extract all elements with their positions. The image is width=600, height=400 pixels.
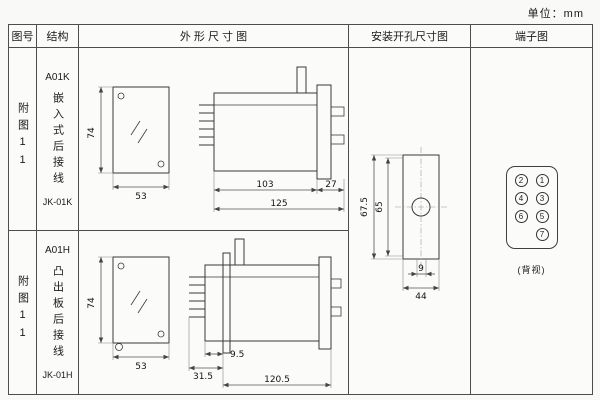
header-mounting: 安装开孔尺寸图 <box>348 24 471 48</box>
dim-body-length-row1: 103 <box>256 180 273 190</box>
unit-label: 单位：mm <box>527 8 584 20</box>
terminal-diagram: 2 1 4 3 6 5 7 <box>471 166 592 276</box>
terminal-row: 6 5 <box>514 210 549 223</box>
dim-front-width-row1: 53 <box>135 192 146 202</box>
dim-front-height-row1: 74 <box>87 127 97 139</box>
structure-cell-row1: A01K 嵌入式后接线 JK-01K <box>37 44 78 234</box>
dim-mounting-hole-height: 65 <box>375 201 385 212</box>
terminal-circle-5: 5 <box>535 210 549 223</box>
terminal-box: 2 1 4 3 6 5 7 <box>505 166 558 249</box>
terminal-view-note: (背视) <box>517 265 546 275</box>
terminal-circle-2: 2 <box>514 174 528 187</box>
header-structure: 结构 <box>36 24 79 48</box>
dim-total-length-row2: 120.5 <box>264 375 290 385</box>
dim-total-length-row1: 125 <box>270 199 287 209</box>
header-fig-no: 图号 <box>8 24 37 48</box>
outline-drawing-jk01h: 74 53 <box>87 238 341 388</box>
side-view-jk01k: 103 27 125 <box>198 66 344 212</box>
dim-flange-depth-row1: 27 <box>325 180 336 190</box>
dim-front-height-row2: 74 <box>87 297 97 309</box>
front-view-jk01k: 74 53 <box>87 86 169 202</box>
terminal-row: 7 <box>515 228 549 241</box>
mounting-cutout <box>394 147 447 267</box>
terminal-row: 2 1 <box>514 174 549 187</box>
dim-mounting-outer-height: 67.5 <box>360 197 370 217</box>
dim-mounting-slot-width: 9 <box>418 264 424 274</box>
terminal-circle-6: 6 <box>514 210 528 223</box>
terminal-row: 4 3 <box>514 192 549 205</box>
table-row-jk01k: 附图11 A01K 嵌入式后接线 JK-01K <box>8 47 593 395</box>
structure-code-row1: JK-01K <box>42 196 73 207</box>
dim-panel-gap-row2: 9.5 <box>230 350 244 360</box>
terminal-circle-4: 4 <box>514 192 528 205</box>
dim-mounting-hole-width: 44 <box>415 292 427 301</box>
header-terminal: 端子图 <box>470 24 593 48</box>
dim-pin-length-row2: 31.5 <box>192 372 212 382</box>
terminal-circle-3: 3 <box>535 192 549 205</box>
side-view-jk01h: 9.5 31.5 120.5 <box>188 238 341 388</box>
structure-desc-row1: 嵌入式后接线 <box>51 91 64 188</box>
fig-no-row1: 附图11 <box>16 101 29 172</box>
table-row-jk01h: 附图11 A01H 凸出板后接线 JK-01H <box>8 230 593 395</box>
mounting-hole-drawing: 67.5 65 9 44 <box>360 147 447 301</box>
structure-model-row2: A01H <box>44 245 70 256</box>
terminal-circle-7: 7 <box>535 228 549 241</box>
fig-no-row2: 附图11 <box>16 275 29 345</box>
structure-model-row1: A01K <box>45 71 70 83</box>
dim-front-width-row2: 53 <box>135 362 146 372</box>
structure-code-row2: JK-01H <box>42 370 73 380</box>
header-outline: 外 形 尺 寸 图 <box>78 24 349 48</box>
terminal-circle-1: 1 <box>535 174 549 187</box>
front-view-jk01h: 74 53 <box>87 256 169 372</box>
table-header-row: 图号 结构 外 形 尺 寸 图 安装开孔尺寸图 端子图 <box>8 24 593 48</box>
spec-table: 图号 结构 外 形 尺 寸 图 安装开孔尺寸图 端子图 附图11 A01K 嵌入… <box>8 24 593 395</box>
structure-desc-row2: 凸出板后接线 <box>51 265 64 361</box>
structure-cell-row2: A01H 凸出板后接线 JK-01H <box>37 227 78 398</box>
outline-drawing-jk01k: 74 53 <box>87 66 344 212</box>
